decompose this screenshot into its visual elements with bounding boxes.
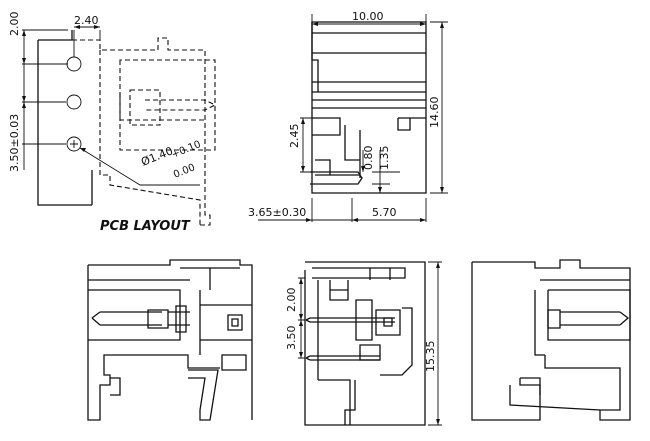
side-dim-bottom-left: 3.65±0.30 (248, 206, 306, 219)
side-dim-height: 14.60 (428, 97, 441, 129)
side-dim-pin-width: 0.80 (362, 146, 375, 171)
front-dim-pitch-lower: 3.50 (285, 326, 298, 351)
side-dim-pin-offset: 2.45 (288, 124, 301, 149)
side-dim-bottom-right: 5.70 (372, 206, 397, 219)
bottom-left-view (87, 259, 253, 421)
side-view: 10.00 14.60 2.45 0.80 1.35 3.65±0.30 5.7… (248, 10, 448, 222)
side-dim-pin-height: 1.35 (378, 146, 391, 171)
pcb-hole-2 (66, 94, 82, 110)
pcb-hole-3 (66, 136, 82, 152)
front-dim-total-height: 15.35 (424, 341, 437, 373)
pcb-dim-hole: Ø1.40 (139, 144, 175, 168)
pcb-dim-left-pitch: 3.50±0.03 (8, 114, 21, 172)
bottom-right-view (471, 259, 631, 421)
front-dim-pitch-upper: 2.00 (285, 288, 298, 313)
pcb-layout-view: 2.40 2.00 3.50±0.03 Ø1.40 +0.10 0.00 PCB… (8, 12, 217, 234)
pcb-dim-left-top: 2.00 (8, 12, 21, 37)
side-dim-width: 10.00 (352, 10, 384, 23)
pcb-dim-top: 2.40 (74, 14, 99, 27)
pcb-layout-title: PCB LAYOUT (100, 219, 191, 234)
pcb-dim-hole-tol-upper: +0.10 (170, 139, 203, 161)
pcb-dim-hole-tol-lower: 0.00 (172, 162, 197, 181)
pcb-hole-1 (66, 56, 82, 72)
bottom-middle-view: 2.00 3.50 15.35 (285, 261, 442, 426)
